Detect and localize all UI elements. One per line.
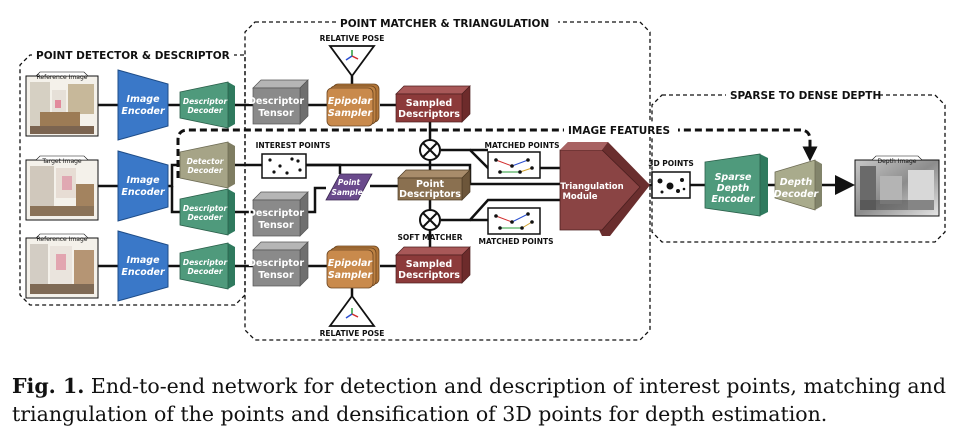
- figure-caption: Fig. 1. End-to-end network for detection…: [12, 372, 956, 428]
- detector-decoder-line2: Decoder: [187, 166, 223, 175]
- matcher-region-title: POINT MATCHER & TRIANGULATION: [340, 18, 549, 30]
- image-encoder-1-line2: Encoder: [121, 106, 166, 117]
- point-descriptors: Point Descriptors: [397, 169, 471, 201]
- image-encoder-3: Image Encoder: [117, 230, 169, 302]
- image-encoder-2-line2: Encoder: [121, 187, 166, 198]
- detector-decoder-line1: Detector: [187, 157, 225, 166]
- matched-points-top: MATCHED POINTS: [485, 141, 560, 179]
- reference-image-top: Reference Image: [25, 71, 99, 137]
- descriptor-tensor-2-line1: Descriptor: [248, 208, 304, 219]
- sparse-dense-region-title: SPARSE TO DENSE DEPTH: [730, 90, 881, 102]
- reference-image-bottom: Reference Image: [25, 233, 99, 299]
- descriptor-tensor-1-line2: Tensor: [258, 108, 294, 119]
- descriptor-decoder-1-line1: Descriptor: [183, 97, 229, 106]
- image-encoder-2-line1: Image: [126, 175, 160, 186]
- interest-points: INTEREST POINTS: [256, 141, 331, 179]
- target-image-label: Target Image: [41, 158, 82, 165]
- relative-pose-bottom: RELATIVE POSE: [320, 294, 385, 338]
- image-features-label: IMAGE FEATURES: [568, 125, 670, 137]
- point-descriptors-line2: Descriptors: [399, 189, 461, 200]
- sparse-dense-region: [651, 94, 946, 243]
- epipolar-sampler-1: Epipolar Sampler: [326, 83, 380, 127]
- sampled-descriptors-1-line1: Sampled: [406, 98, 452, 109]
- reference-image-top-label: Reference Image: [37, 74, 88, 81]
- reference-image-bottom-label: Reference Image: [37, 236, 88, 243]
- descriptor-decoder-1-line2: Decoder: [187, 106, 223, 115]
- depth-decoder-line1: Depth: [780, 177, 813, 188]
- detector-decoder: Detector Decoder: [179, 141, 235, 189]
- descriptor-decoder-3-line2: Decoder: [187, 267, 223, 276]
- epipolar-sampler-1-line1: Epipolar: [328, 96, 374, 107]
- sampled-descriptors-2: Sampled Descriptors: [395, 246, 471, 284]
- figure-number: Fig. 1.: [12, 374, 85, 398]
- relative-pose-top-label: RELATIVE POSE: [320, 34, 385, 43]
- target-image: Target Image: [25, 155, 99, 221]
- depth-image-label: Depth Image: [878, 158, 917, 165]
- interest-points-label: INTEREST POINTS: [256, 141, 331, 150]
- sparse-depth-encoder-line2: Depth: [717, 183, 750, 194]
- point-descriptors-line1: Point: [416, 179, 445, 190]
- descriptor-decoder-3: Descriptor Decoder: [179, 242, 235, 290]
- matched-points-bottom: MATCHED POINTS: [479, 207, 554, 246]
- relative-pose-top: RELATIVE POSE: [320, 34, 385, 78]
- epipolar-sampler-2-line1: Epipolar: [328, 258, 374, 269]
- soft-matcher-top: [419, 139, 441, 161]
- descriptor-tensor-3-line2: Tensor: [258, 270, 294, 281]
- relative-pose-bottom-label: RELATIVE POSE: [320, 329, 385, 338]
- point-sampler-line2: Sampler: [331, 188, 367, 197]
- triangulation-module: Triangulation Module: [559, 142, 650, 236]
- image-encoder-3-line2: Encoder: [121, 267, 166, 278]
- descriptor-decoder-2-line1: Descriptor: [183, 204, 229, 213]
- depth-image: Depth Image: [854, 155, 940, 217]
- descriptor-decoder-3-line1: Descriptor: [183, 258, 229, 267]
- descriptor-tensor-3: Descriptor Tensor: [248, 241, 309, 287]
- network-diagram: POINT DETECTOR & DESCRIPTOR POINT MATCHE…: [19, 18, 946, 341]
- epipolar-sampler-2: Epipolar Sampler: [326, 245, 380, 289]
- depth-decoder-line2: Decoder: [774, 189, 820, 200]
- sampled-descriptors-1: Sampled Descriptors: [395, 85, 471, 123]
- image-encoder-3-line1: Image: [126, 255, 160, 266]
- figure-caption-text: End-to-end network for detection and des…: [12, 374, 946, 426]
- 3d-points: 3D POINTS: [648, 159, 694, 199]
- sparse-depth-encoder-line1: Sparse: [715, 172, 752, 183]
- descriptor-decoder-2: Descriptor Decoder: [179, 188, 235, 236]
- detector-region-title: POINT DETECTOR & DESCRIPTOR: [36, 50, 230, 62]
- image-encoder-1: Image Encoder: [117, 69, 169, 141]
- soft-matcher-bottom: SOFT MATCHER: [397, 209, 463, 242]
- sampled-descriptors-2-line2: Descriptors: [398, 270, 460, 281]
- descriptor-tensor-1-line1: Descriptor: [248, 96, 304, 107]
- sparse-depth-encoder: Sparse Depth Encoder: [704, 153, 768, 217]
- epipolar-sampler-1-line2: Sampler: [328, 108, 374, 119]
- soft-matcher-label: SOFT MATCHER: [397, 233, 462, 242]
- matched-points-bottom-label: MATCHED POINTS: [479, 237, 554, 246]
- epipolar-sampler-2-line2: Sampler: [328, 270, 374, 281]
- descriptor-tensor-3-line1: Descriptor: [248, 258, 304, 269]
- descriptor-tensor-2-line2: Tensor: [258, 220, 294, 231]
- sparse-depth-encoder-line3: Encoder: [711, 194, 756, 205]
- triangulation-line1: Triangulation: [560, 182, 623, 192]
- descriptor-decoder-2-line2: Decoder: [187, 213, 223, 222]
- image-encoder-2: Image Encoder: [117, 150, 169, 222]
- 3d-points-label: 3D POINTS: [648, 159, 694, 168]
- descriptor-decoder-1: Descriptor Decoder: [179, 81, 235, 129]
- descriptor-tensor-1: Descriptor Tensor: [248, 79, 309, 125]
- depth-decoder: Depth Decoder: [774, 159, 822, 211]
- point-sampler-line1: Point: [338, 178, 361, 187]
- descriptor-tensor-2: Descriptor Tensor: [248, 191, 309, 237]
- matched-points-top-label: MATCHED POINTS: [485, 141, 560, 150]
- sampled-descriptors-1-line2: Descriptors: [398, 109, 460, 120]
- point-sampler: Point Sampler: [325, 173, 373, 201]
- triangulation-line2: Module: [562, 192, 597, 202]
- sampled-descriptors-2-line1: Sampled: [406, 259, 452, 270]
- image-encoder-1-line1: Image: [126, 94, 160, 105]
